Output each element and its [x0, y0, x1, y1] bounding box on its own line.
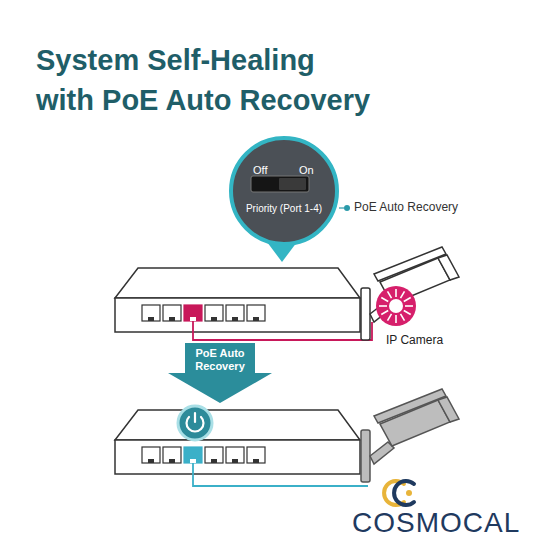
recovery-arrow: PoE Auto Recovery — [168, 343, 272, 403]
port — [205, 447, 223, 463]
port-notch — [232, 317, 238, 321]
poe-switch — [115, 268, 360, 332]
burst-spoke — [395, 315, 397, 323]
port-notch — [148, 317, 154, 321]
recovery-burst — [376, 286, 416, 326]
switch-knob — [279, 178, 306, 190]
switch-label-on: On — [299, 164, 323, 177]
port-notch — [169, 459, 175, 463]
port-notch — [169, 317, 175, 321]
poe-switch — [115, 410, 360, 474]
leader-dot — [344, 205, 350, 211]
switch-callout: Off OnPriority (Port 1-4) — [229, 136, 339, 246]
port — [226, 447, 244, 463]
port-notch — [211, 317, 217, 321]
burst-spoke — [379, 305, 387, 307]
port-notch — [148, 459, 154, 463]
port — [163, 305, 181, 321]
ip-camera — [361, 247, 459, 340]
burst-spoke — [388, 314, 392, 321]
slide-switch — [251, 176, 309, 192]
port-notch — [253, 317, 259, 321]
port — [247, 447, 265, 463]
burst-spoke — [381, 311, 388, 315]
port-notch — [211, 459, 217, 463]
burst-spoke — [401, 314, 405, 321]
burst-spoke — [405, 305, 413, 307]
node-outline — [229, 136, 339, 246]
burst-spoke — [388, 291, 392, 298]
port — [142, 305, 160, 321]
port-notch — [232, 459, 238, 463]
port — [184, 447, 202, 463]
title: System Self-Healing with PoE Auto Recove… — [36, 40, 374, 120]
callout-label: PoE Auto Recovery — [354, 201, 458, 215]
port-notch — [190, 459, 196, 463]
pink-wire — [193, 321, 372, 340]
power-icon — [178, 406, 212, 440]
port — [205, 305, 223, 321]
burst-spoke — [404, 298, 411, 302]
arrow-label: PoE Auto Recovery — [185, 347, 255, 373]
port — [163, 447, 181, 463]
arrow-shape — [168, 343, 272, 403]
port — [184, 305, 202, 321]
burst-spoke — [381, 298, 388, 302]
device-label: IP Camera — [386, 334, 443, 348]
port — [226, 305, 244, 321]
switch-label-off: Off — [253, 164, 283, 177]
port-notch — [253, 459, 259, 463]
switch-caption: Priority (Port 1-4) — [239, 202, 329, 215]
blue-wire — [193, 463, 368, 486]
port — [247, 305, 265, 321]
port — [142, 447, 160, 463]
logo-icon — [384, 481, 414, 505]
burst-spoke — [395, 289, 397, 297]
burst-spoke — [404, 311, 411, 315]
logo-wordmark: COSMOCAL — [352, 507, 520, 539]
ip-camera-offline — [361, 389, 459, 482]
port-notch — [190, 317, 196, 321]
burst-spoke — [401, 291, 405, 298]
leader-line — [339, 207, 344, 208]
